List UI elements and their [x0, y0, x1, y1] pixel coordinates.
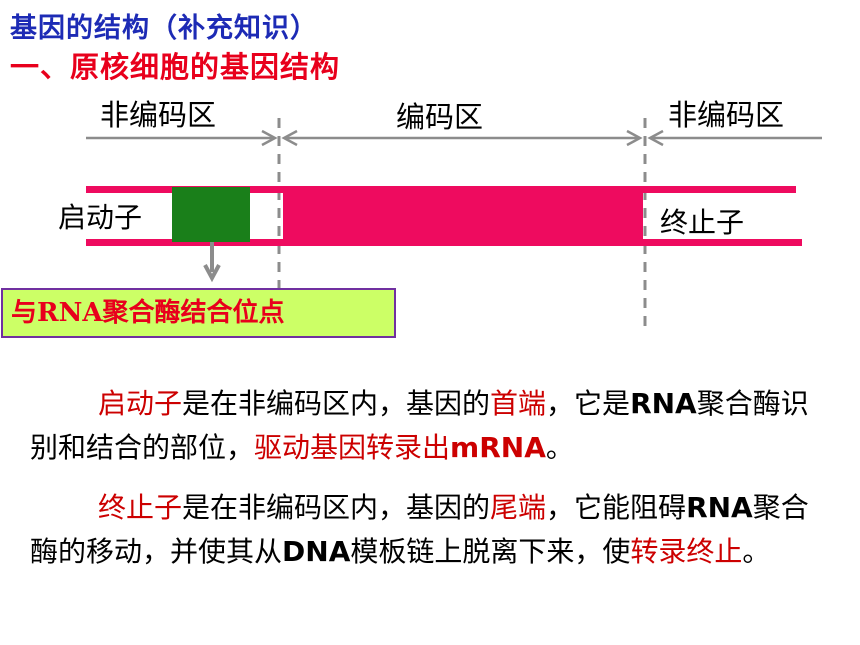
promoter-label: 启动子	[58, 201, 143, 234]
head-end-term: 首端	[490, 387, 547, 420]
binding-site-note: 与RNA聚合酶结合位点	[1, 288, 396, 338]
termination-phrase: 转录终止	[630, 535, 743, 568]
section-heading: 一、原核细胞的基因结构	[10, 50, 341, 84]
terminator-paragraph: 终止子是在非编码区内，基因的尾端，它能阻碍RNA聚合酶的移动，并使其从DNA模板…	[30, 491, 809, 568]
promoter-block	[172, 187, 250, 242]
terminator-label: 终止子	[660, 206, 745, 239]
page-title: 基因的结构（补充知识）	[10, 13, 318, 44]
promoter-term: 启动子	[98, 387, 183, 420]
coding-region-block	[283, 186, 643, 246]
coding-region-label: 编码区	[396, 100, 484, 134]
promoter-paragraph: 启动子是在非编码区内，基因的首端，它是RNA聚合酶识别和结合的部位，驱动基因转录…	[30, 387, 809, 464]
right-noncoding-label: 非编码区	[668, 98, 785, 132]
left-noncoding-label: 非编码区	[100, 98, 217, 132]
tail-end-term: 尾端	[490, 491, 547, 524]
terminator-term: 终止子	[98, 491, 183, 524]
transcription-phrase: 驱动基因转录出	[254, 431, 451, 464]
